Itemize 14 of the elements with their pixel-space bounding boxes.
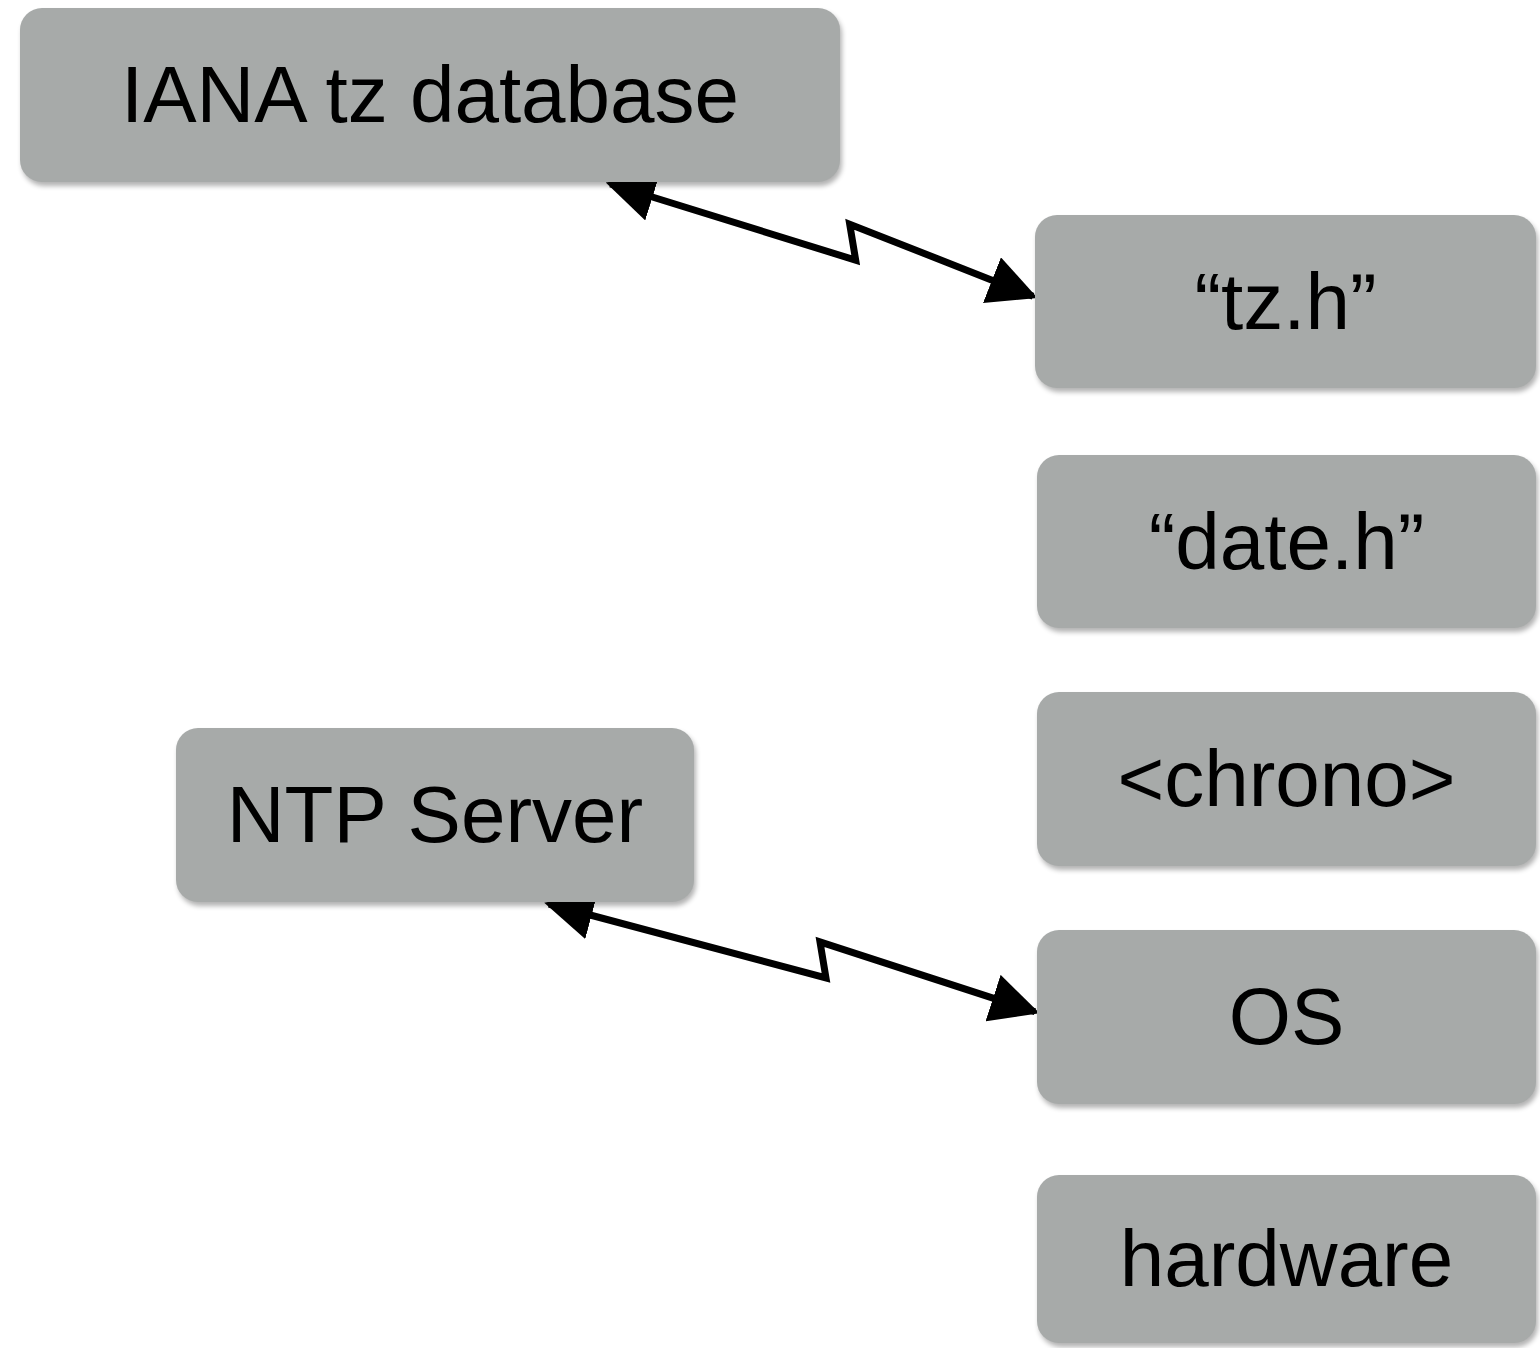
- process-box: [1037, 1175, 1536, 1343]
- node-label: hardware: [1119, 1219, 1454, 1299]
- process-box: [1035, 215, 1536, 388]
- process-box: [1037, 930, 1536, 1104]
- node-label: <chrono>: [1117, 739, 1456, 819]
- node-label: NTP Server: [226, 775, 644, 855]
- process-box: [176, 728, 694, 902]
- process-box: [1037, 692, 1536, 866]
- node-label: “date.h”: [1148, 501, 1425, 582]
- node-label: “tz.h”: [1194, 261, 1377, 342]
- process-box: [1037, 455, 1536, 628]
- process-box: [20, 8, 840, 182]
- node-label: IANA tz database: [120, 55, 740, 135]
- node-label: OS: [1228, 977, 1345, 1057]
